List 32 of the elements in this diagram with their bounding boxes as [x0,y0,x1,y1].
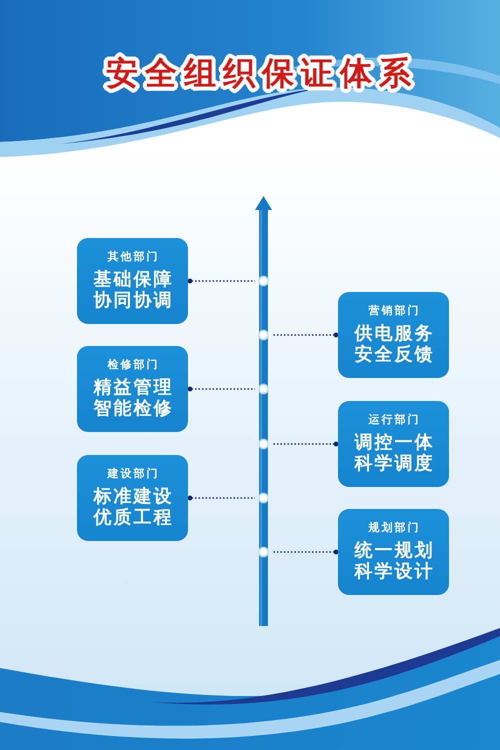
department-label: 运行部门 [368,413,420,427]
department-card [77,455,188,541]
dotted-connector [188,492,269,504]
department-label: 其他部门 [106,250,160,264]
department-card [338,292,449,378]
task-text: 统一规划 [353,540,434,561]
dotted-connector [258,438,338,450]
task-text: 科学设计 [353,561,434,582]
task-text: 精益管理 [92,377,174,398]
task-text: 标准建设 [92,486,174,507]
task-text: 智能检修 [92,398,174,419]
vertical-arrow [255,196,272,626]
department-label: 营销部门 [368,304,420,318]
poster-title: 安全组织保证体系 [105,54,418,92]
department-card [338,509,449,595]
department-label: 检修部门 [106,358,160,372]
task-text: 供电服务 [353,323,434,344]
department-label: 规划部门 [367,521,420,535]
dotted-connector [258,330,338,340]
dotted-connector [188,384,269,394]
task-text: 调控一体 [353,432,434,453]
department-card [77,238,188,324]
dotted-connector [258,546,338,558]
department-card [338,401,449,487]
department-label: 建设部门 [106,467,160,481]
task-text: 科学调度 [353,453,434,474]
task-text: 安全反馈 [354,344,434,365]
department-card [77,346,188,432]
task-text: 优质工程 [92,507,174,528]
task-text: 协同协调 [92,290,174,311]
dotted-connector [188,276,269,286]
task-text: 基础保障 [92,269,174,290]
